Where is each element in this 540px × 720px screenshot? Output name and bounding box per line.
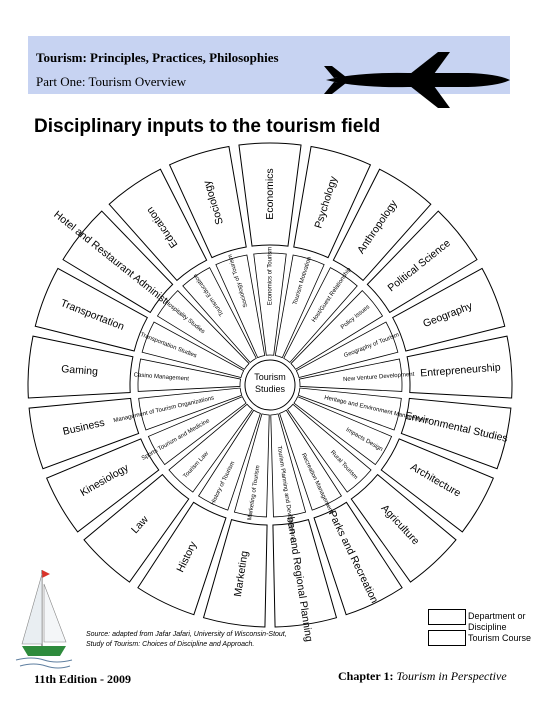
course-label-casino-management: Casino Management bbox=[133, 372, 189, 382]
discipline-segment-urban-and-regional-planning bbox=[272, 518, 338, 628]
discipline-segment-psychology bbox=[293, 145, 372, 259]
center-circle bbox=[244, 359, 296, 411]
edition-label: 11th Edition - 2009 bbox=[34, 672, 132, 686]
course-segment-sports-tourism-and-medicine bbox=[147, 396, 247, 466]
course-segment-transportation-studies bbox=[141, 321, 245, 379]
source-note: Source: adapted from Jafar Jafari, Unive… bbox=[86, 630, 406, 650]
discipline-segment-economics bbox=[238, 142, 302, 247]
discipline-label-entrepreneurship: Entrepreneurship bbox=[420, 362, 501, 380]
discipline-segment-kinesiology bbox=[45, 438, 160, 533]
sailboat-icon bbox=[15, 570, 73, 669]
book-title: Tourism: Principles, Practices, Philosop… bbox=[36, 50, 279, 65]
course-segment-hospitality-studies bbox=[156, 290, 250, 370]
discipline-segment-law bbox=[83, 473, 190, 583]
discipline-label-economics: Economics bbox=[264, 168, 276, 219]
legend-course-swatch bbox=[428, 630, 466, 646]
course-segment-new-venture-development bbox=[298, 358, 403, 392]
discipline-segment-anthropology bbox=[332, 168, 432, 282]
chapter-title: Tourism in Perspective bbox=[396, 669, 507, 683]
course-segment-heritage-and-environment-management bbox=[297, 387, 402, 431]
course-segment-host-guest-relationship bbox=[283, 267, 358, 364]
course-segment-casino-management bbox=[137, 358, 242, 392]
discipline-segment-environmental-studies bbox=[400, 397, 512, 470]
chapter-prefix: Chapter 1: bbox=[338, 669, 394, 683]
discipline-segment-history bbox=[137, 501, 227, 616]
discipline-segment-entrepreneurship bbox=[406, 335, 513, 399]
part-title: Part One: Tourism Overview bbox=[36, 74, 187, 89]
course-segment-tourism-motivation bbox=[274, 254, 325, 359]
course-label-economics-of-tourism: Economics of Tourism bbox=[268, 247, 274, 306]
discipline-segment-education bbox=[108, 168, 208, 282]
section-title: Disciplinary inputs to the tourism field bbox=[34, 116, 381, 137]
course-segment-policy-issues bbox=[290, 290, 384, 370]
course-segment-geography-of-tourism bbox=[295, 321, 399, 379]
legend-department-label: Department or Discipline bbox=[468, 611, 526, 632]
center-label-line2: Studies bbox=[255, 384, 286, 394]
discipline-segment-political-science bbox=[366, 210, 478, 314]
course-segment-marketing-of-tourism bbox=[233, 413, 270, 518]
discipline-segment-marketing bbox=[202, 518, 268, 628]
course-segment-tourism-planning-and-development bbox=[270, 413, 307, 518]
course-segment-sociology-of-tourism bbox=[215, 254, 266, 359]
discipline-segment-agriculture bbox=[350, 473, 457, 583]
course-segment-history-of-tourism bbox=[197, 409, 261, 511]
discipline-segment-hotel-and-restaurant-administration bbox=[62, 210, 174, 314]
source-line-1: Source: adapted from Jafar Jafari, Unive… bbox=[86, 631, 287, 638]
legend-department-swatch bbox=[428, 609, 466, 625]
legend-course-label: Tourism Course bbox=[468, 633, 532, 643]
discipline-segment-architecture bbox=[380, 438, 495, 533]
course-segment-tourism-law bbox=[168, 403, 254, 493]
discipline-segment-parks-and-recreation bbox=[313, 501, 403, 616]
source-line-2: Study of Tourism: Choices of Discipline … bbox=[86, 641, 255, 648]
discipline-segment-business bbox=[28, 397, 140, 470]
discipline-segment-sociology bbox=[168, 145, 247, 259]
course-label-new-venture-development: New Venture Development bbox=[343, 372, 415, 383]
course-segment-recreation-management bbox=[279, 409, 343, 511]
discipline-segment-gaming bbox=[27, 335, 134, 399]
course-segment-economics-of-tourism bbox=[253, 252, 287, 356]
course-segment-management-of-tourism-organizations bbox=[138, 387, 243, 431]
discipline-segment-transportation bbox=[34, 267, 148, 352]
course-segment-tourism-education bbox=[182, 267, 257, 364]
course-segment-rural-tourism bbox=[286, 403, 372, 493]
discipline-label-gaming: Gaming bbox=[61, 363, 99, 378]
course-segment-impacts-design bbox=[293, 396, 393, 466]
airplane-icon bbox=[324, 52, 510, 108]
chapter-label: Chapter 1: Tourism in Perspective bbox=[338, 669, 507, 684]
discipline-segment-geography bbox=[392, 267, 506, 352]
center-label-line1: Tourism bbox=[254, 372, 286, 382]
